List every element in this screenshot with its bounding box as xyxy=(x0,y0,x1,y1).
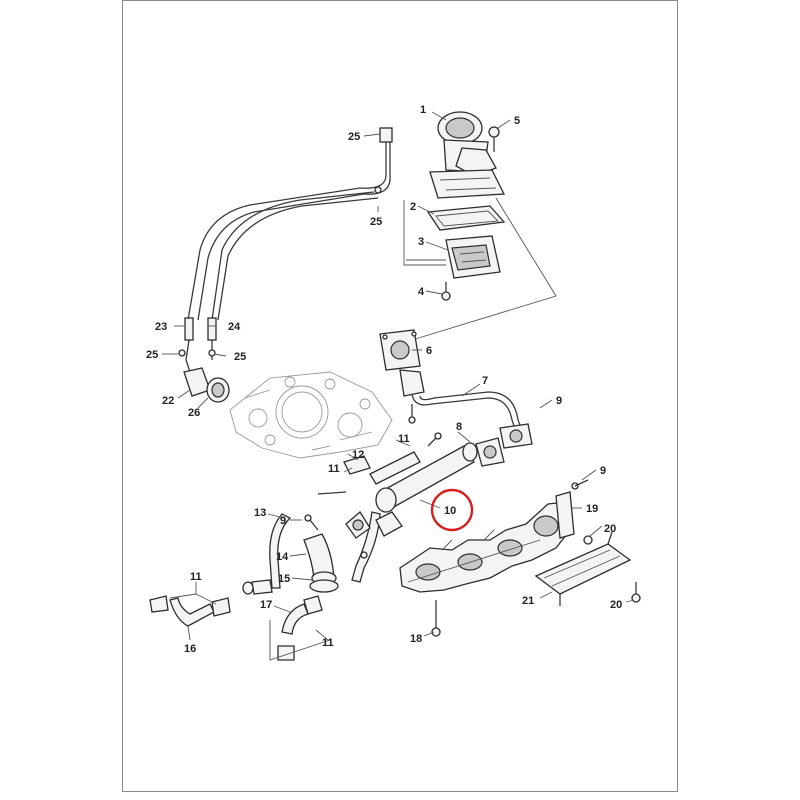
hose-13 xyxy=(242,491,347,595)
exhaust-manifold xyxy=(399,501,571,637)
fittings-22-26 xyxy=(183,367,230,403)
callout-9-left: 9 xyxy=(280,515,286,527)
egr-pipe-10 xyxy=(343,432,505,583)
callout-19: 19 xyxy=(586,503,598,515)
callout-18: 18 xyxy=(410,633,422,645)
callout-21: 21 xyxy=(522,595,534,607)
callout-7: 7 xyxy=(482,375,488,387)
callout-15: 15 xyxy=(278,573,290,585)
callout-13: 13 xyxy=(254,507,266,519)
callout-20-upper: 20 xyxy=(604,523,616,535)
heat-shield xyxy=(534,531,641,606)
callout-8: 8 xyxy=(456,421,462,433)
engine-block xyxy=(229,371,393,459)
throttle-body-assembly xyxy=(403,111,557,341)
callout-11-upper: 11 xyxy=(398,433,410,445)
leader-lines xyxy=(162,111,635,641)
callout-11-left: 11 xyxy=(190,571,202,583)
callout-5: 5 xyxy=(514,115,520,127)
callout-9-upper: 9 xyxy=(556,395,562,407)
callout-23: 23 xyxy=(155,321,167,333)
callout-22: 22 xyxy=(162,395,174,407)
callout-16: 16 xyxy=(184,643,196,655)
callout-12: 12 xyxy=(352,449,364,461)
callout-1: 1 xyxy=(420,104,426,116)
elbow-14-15 xyxy=(303,511,371,593)
callout-6: 6 xyxy=(426,345,432,357)
control-cables xyxy=(178,127,393,379)
callout-11-lower: 11 xyxy=(322,637,334,649)
callout-14: 14 xyxy=(276,551,289,563)
bracket-19 xyxy=(555,479,589,539)
callout-10: 10 xyxy=(444,505,456,517)
callout-25-mid: 25 xyxy=(370,216,382,228)
callout-25-left: 25 xyxy=(146,349,158,361)
callout-4: 4 xyxy=(418,286,425,298)
hose-16 xyxy=(149,595,231,627)
hose-17 xyxy=(269,595,331,661)
callout-20-lower: 20 xyxy=(610,599,622,611)
callout-24: 24 xyxy=(228,321,241,333)
callout-25-right: 25 xyxy=(234,351,246,363)
callout-25-top: 25 xyxy=(348,131,360,143)
callout-11-mid: 11 xyxy=(328,463,340,475)
callout-labels: 1 5 25 25 2 3 4 23 24 25 25 22 26 6 7 9 … xyxy=(146,104,622,655)
callout-26: 26 xyxy=(188,407,200,419)
callout-17: 17 xyxy=(260,599,272,611)
highlight-circle-part-10 xyxy=(430,488,474,532)
gasket-and-pipe-7 xyxy=(379,329,533,449)
callout-3: 3 xyxy=(418,236,424,248)
callout-9-right: 9 xyxy=(600,465,606,477)
callout-2: 2 xyxy=(410,201,416,213)
